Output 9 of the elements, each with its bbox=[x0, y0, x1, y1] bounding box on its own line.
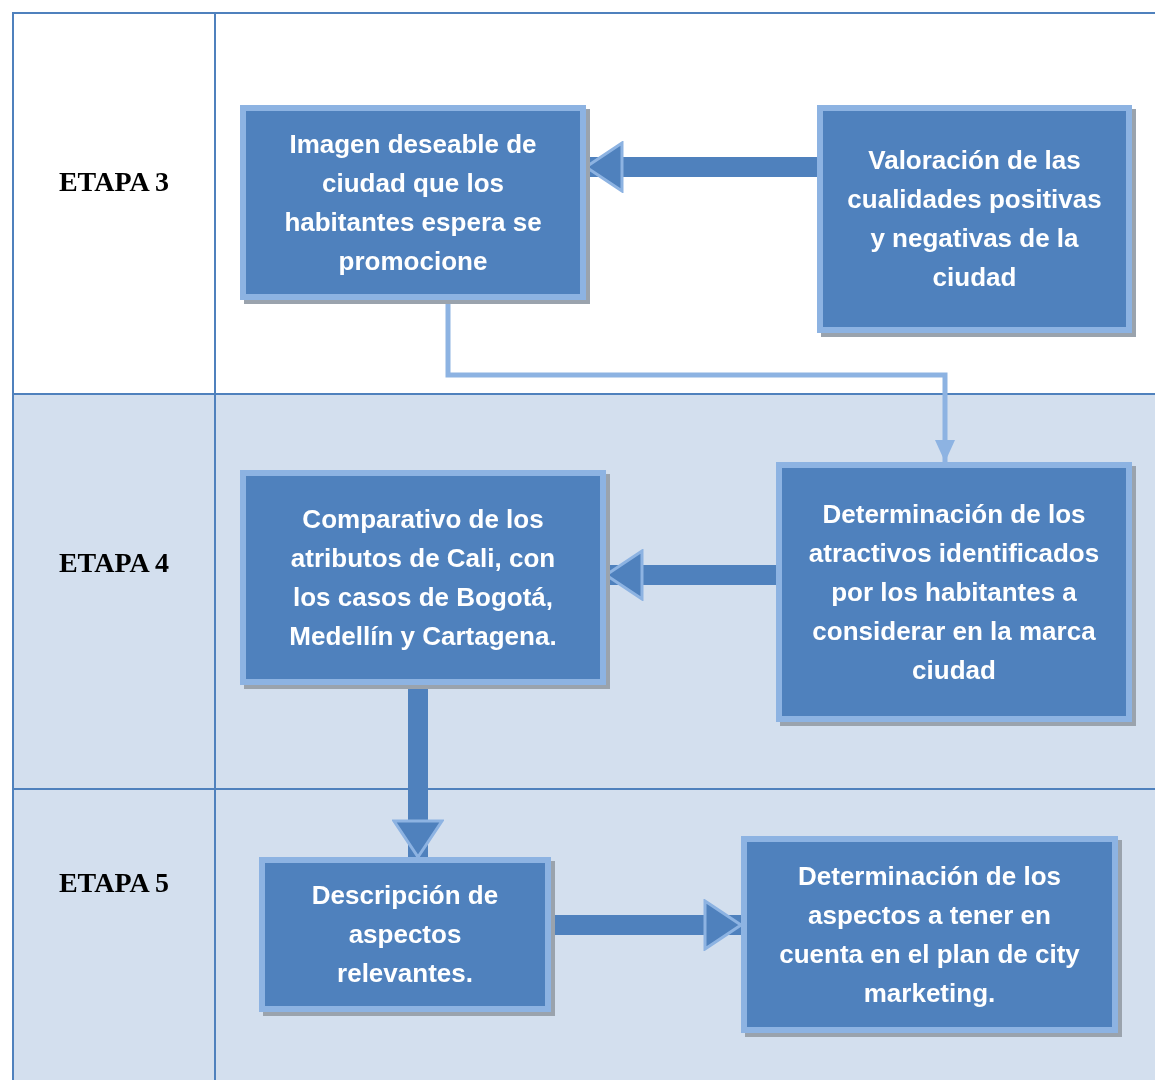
box-text: Determinación de los aspectos a tener en cuenta en el plan de city marketing. bbox=[778, 859, 1081, 1010]
box-text: Comparativo de los atributos de Cali, con los casos de Bogotá, Medellín y Cartagena. bbox=[288, 502, 558, 653]
stage-label: ETAPA 4 bbox=[58, 546, 170, 580]
box-text: Imagen deseable de ciudad que los habitantes espera se promocione bbox=[283, 127, 543, 278]
box-text: Descripción de aspectos relevantes. bbox=[310, 879, 500, 990]
stage-label: ETAPA 5 bbox=[58, 866, 170, 900]
box-text: Valoración de las cualidades positivas y negativas de la ciudad bbox=[847, 144, 1102, 294]
stage-label: ETAPA 3 bbox=[58, 165, 170, 199]
box-text: Determinación de los atractivos identificados por los habitantes a considerar en la marca ciudad bbox=[807, 497, 1101, 687]
